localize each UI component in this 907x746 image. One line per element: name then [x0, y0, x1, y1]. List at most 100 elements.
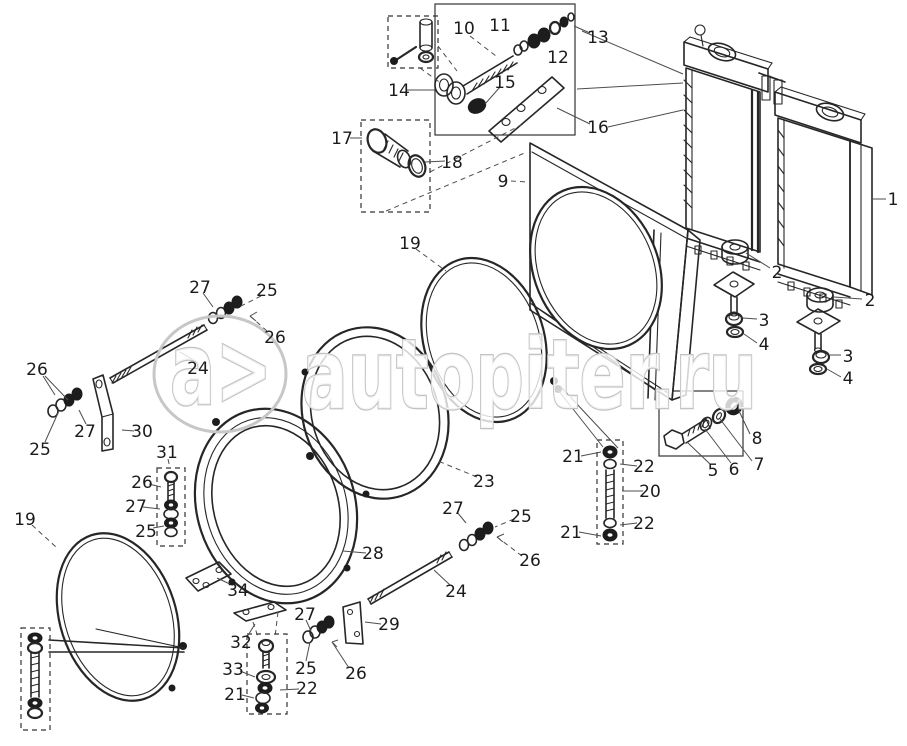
mount-plate	[796, 308, 841, 353]
part-number-label: 24	[445, 582, 467, 602]
part-number-label: 25	[295, 659, 317, 679]
part-number-label: 3	[843, 347, 854, 367]
clevis	[434, 73, 466, 105]
mount-hardware	[658, 239, 841, 457]
shroud-opening	[529, 185, 663, 351]
part-number-label: 24	[187, 359, 209, 379]
part-number-label: 26	[131, 473, 153, 493]
part-number-label: 2	[865, 291, 876, 311]
part-number-label: 22	[633, 514, 655, 534]
watermark-site-text: autopiter.ru	[302, 319, 757, 431]
part-number-label: 21	[562, 447, 584, 467]
washer-chain-bottom	[302, 615, 335, 644]
part-number-label: 28	[362, 544, 384, 564]
part-number-label: 25	[135, 522, 157, 542]
bolt-box-31	[156, 467, 186, 547]
part-number-label: 8	[752, 429, 763, 449]
filler-cap-right	[815, 102, 845, 122]
part-number-label: 20	[639, 482, 661, 502]
ring-28	[193, 407, 359, 605]
tie-rods	[47, 295, 494, 644]
part-number-label: 27	[74, 422, 96, 442]
brackets	[92, 374, 364, 645]
part-number-label: 25	[29, 440, 51, 460]
part-number-label: 16	[587, 118, 609, 138]
bracket-29	[342, 601, 364, 645]
part-number-label: 26	[26, 360, 48, 380]
part-number-label: 31	[156, 443, 178, 463]
nut	[724, 311, 744, 327]
part-number-label: 15	[494, 73, 516, 93]
part-number-label: 32	[230, 633, 252, 653]
washer-chain-left	[47, 387, 83, 418]
part-number-label: 9	[498, 172, 509, 192]
bracket-30	[92, 374, 114, 452]
part-number-label: 1	[888, 190, 899, 210]
part-number-label: 5	[708, 461, 719, 481]
tie-rod-lower	[367, 521, 494, 605]
plug	[467, 98, 487, 114]
shutter-control-assembly	[360, 3, 576, 213]
part-number-label: 26	[264, 328, 286, 348]
part-number-label: 12	[547, 48, 569, 68]
part-number-label: 26	[345, 664, 367, 684]
watermark-logo-text: a>	[170, 311, 272, 428]
mount-plate	[713, 271, 755, 317]
part-number-label: 27	[442, 499, 464, 519]
part-number-label: 4	[843, 369, 854, 389]
part-number-label: 27	[125, 497, 147, 517]
part-number-label: 10	[453, 19, 475, 39]
watermark-logo-ring	[152, 314, 288, 434]
part-number-label: 17	[331, 129, 353, 149]
o-ring	[407, 154, 427, 178]
part-number-label: 21	[224, 685, 246, 705]
ring-19-lower	[55, 532, 181, 702]
cushion-pad	[806, 287, 834, 313]
part-number-label: 27	[189, 278, 211, 298]
part-number-label: 23	[473, 472, 495, 492]
part-number-label: 33	[222, 660, 244, 680]
cotter-pin	[394, 45, 418, 62]
fitting-box	[360, 119, 431, 213]
part-number-label: 22	[633, 457, 655, 477]
washer	[808, 362, 828, 376]
part-number-label: 11	[489, 16, 511, 36]
part-number-label: 6	[729, 460, 740, 480]
stay-bolt-box	[20, 627, 51, 731]
watermark: a> autopiter.ru	[152, 310, 758, 434]
bolt-boxes	[156, 439, 624, 715]
fan-shroud	[529, 142, 701, 401]
part-number-label: 34	[227, 581, 249, 601]
plate-32	[233, 601, 287, 622]
bolt-box-20	[596, 439, 624, 545]
plate-34	[185, 561, 232, 592]
cushion-pad	[721, 239, 749, 265]
part-number-label: 14	[388, 81, 410, 101]
lift-hook	[694, 24, 706, 36]
leader-lines	[31, 25, 886, 699]
bolt-kit-box	[658, 390, 744, 457]
shroud-rings	[20, 256, 562, 731]
part-number-label: 22	[296, 679, 318, 699]
part-number-label: 27	[294, 605, 316, 625]
part-number-label: 21	[560, 523, 582, 543]
part-number-label: 7	[754, 455, 765, 475]
part-number-label: 13	[587, 28, 609, 48]
bolt-box-33	[246, 633, 288, 715]
spring-rod	[462, 55, 518, 95]
link-plate	[488, 76, 565, 143]
center-bracket	[758, 72, 786, 105]
bushing-chain	[513, 12, 575, 56]
part-number-label: 2	[772, 263, 783, 283]
part-number-label: 30	[131, 422, 153, 442]
part-number-label: 25	[256, 281, 278, 301]
ring-23	[300, 326, 450, 500]
part-number-label: 25	[510, 507, 532, 527]
tie-rod-upper	[109, 295, 243, 384]
part-number-label: 29	[378, 615, 400, 635]
pin-box	[387, 15, 439, 69]
part-number-label: 4	[759, 335, 770, 355]
